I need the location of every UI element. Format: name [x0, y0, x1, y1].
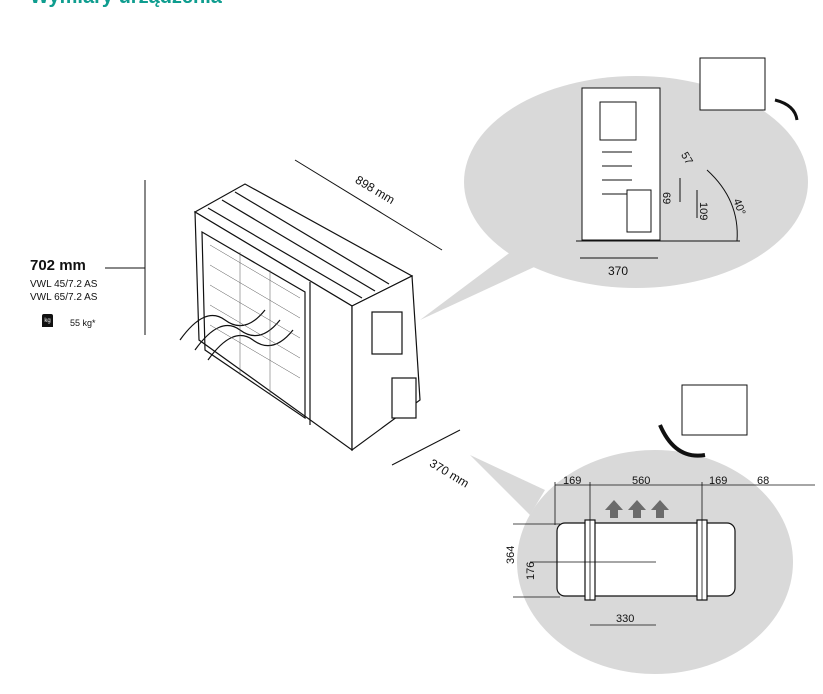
- airflow-arrows: [605, 500, 669, 518]
- callout-wedge-top: [420, 245, 545, 320]
- side-view-mini-unit: [699, 57, 799, 121]
- side-width: 370: [608, 264, 628, 278]
- outdoor-unit-drawing: [179, 183, 421, 452]
- top-right-offset: 169: [709, 475, 727, 487]
- side-dim-69: 69: [660, 192, 672, 204]
- depth-label: 370 mm: [427, 456, 471, 490]
- grille-lines: [209, 244, 301, 395]
- side-view-drawing: [576, 87, 740, 259]
- top-mount-depth: 176: [525, 562, 537, 580]
- side-angle: 40°: [730, 197, 747, 217]
- top-overhang: 68: [757, 475, 769, 487]
- unit-weight: 55 kg*: [70, 318, 96, 328]
- model-name: VWL 45/7.2 AS: [30, 279, 98, 290]
- model-name: VWL 65/7.2 AS: [30, 292, 98, 303]
- top-depth: 364: [505, 546, 517, 564]
- top-view-mini-unit: [658, 384, 748, 458]
- weight-icon: kg: [42, 314, 53, 327]
- callout-wedge-bottom: [470, 455, 545, 515]
- top-mount-x: 330: [616, 613, 634, 625]
- side-dim-57: 57: [678, 150, 695, 167]
- top-view-drawing: [513, 482, 815, 626]
- page-title: Wymiary urządzenia: [30, 0, 222, 9]
- width-label: 898 mm: [353, 173, 397, 207]
- top-left-offset: 169: [563, 475, 581, 487]
- top-mount-span: 560: [632, 475, 650, 487]
- unit-height: 702 mm: [30, 257, 86, 274]
- side-dim-109: 109: [697, 202, 709, 220]
